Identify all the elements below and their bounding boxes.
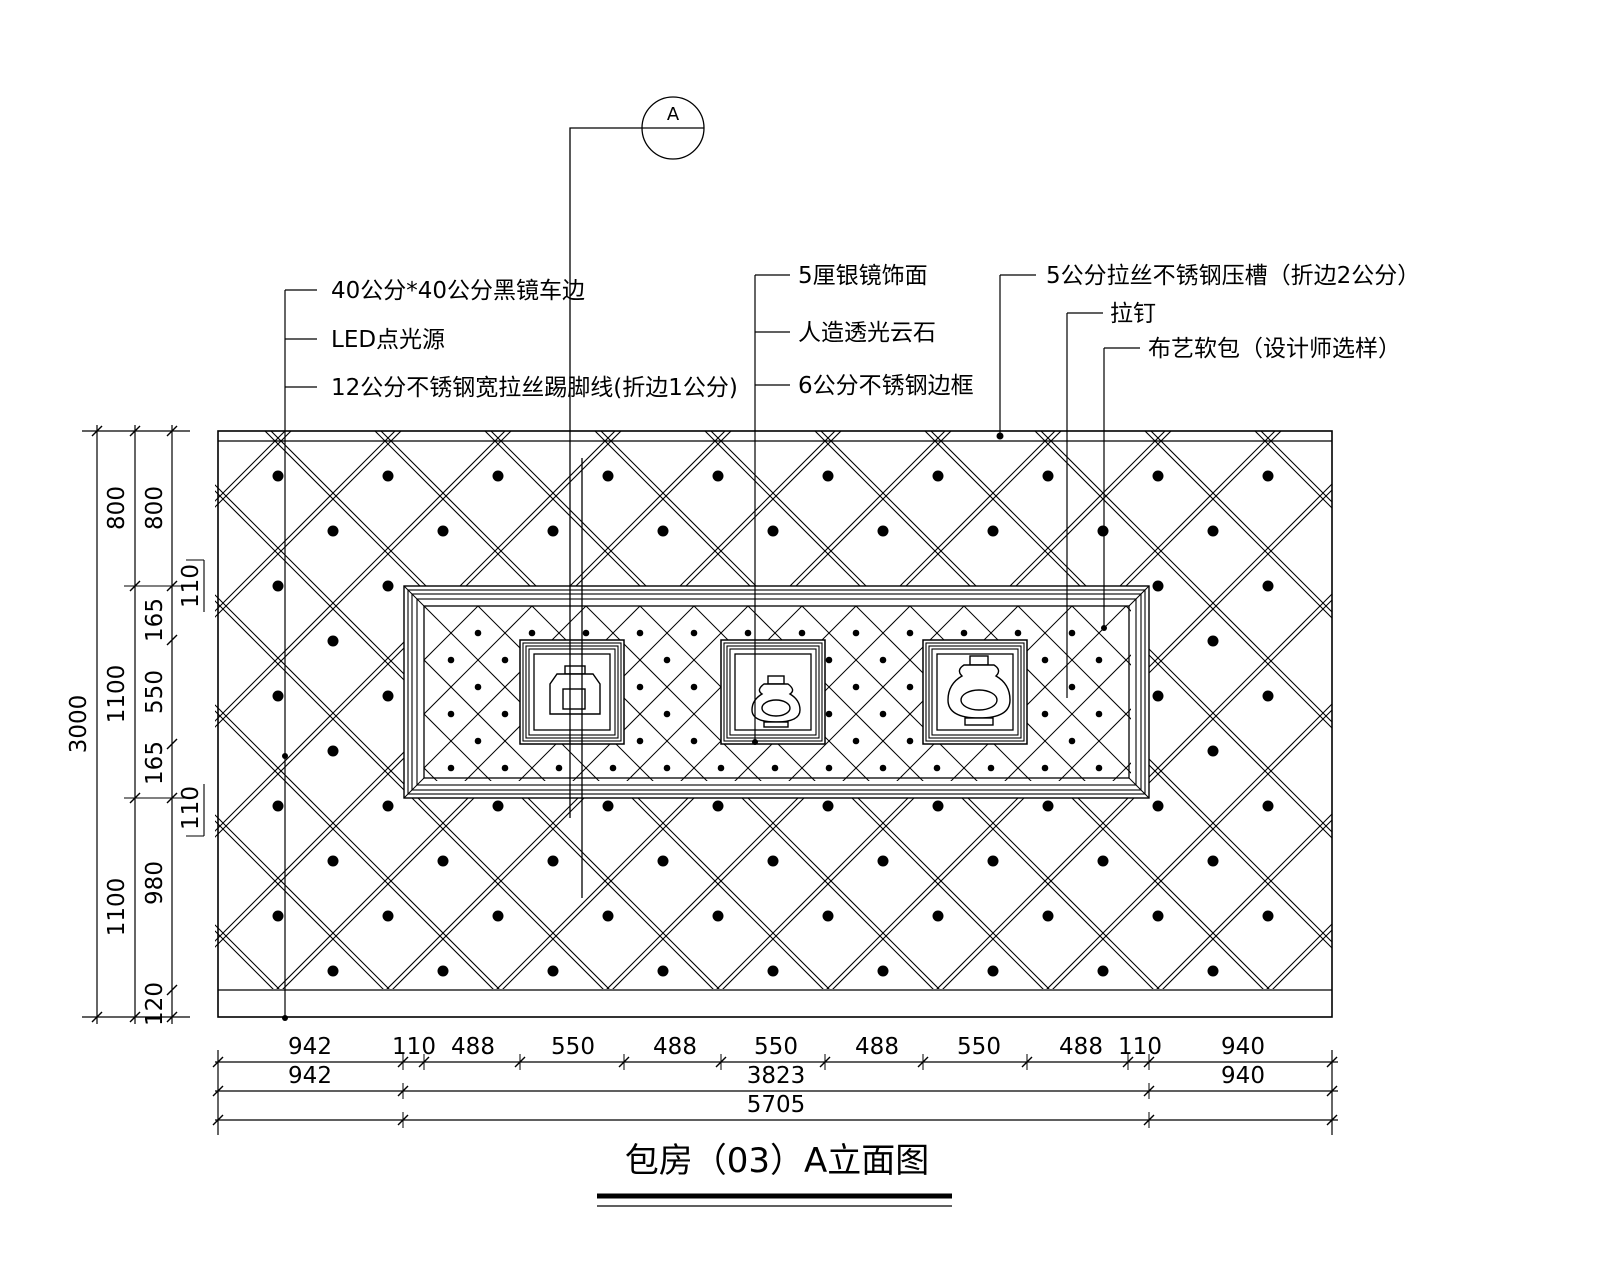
large-vase-icon	[947, 655, 1011, 726]
section-callout	[569, 96, 705, 898]
button-studs	[272, 470, 1274, 977]
annotation-silver-mirror: 5厘银镜饰面	[798, 263, 928, 289]
dim-942: 942	[288, 1063, 332, 1089]
dim-vertical-1100: 1100	[104, 878, 130, 937]
dim-vertical-165: 165	[142, 741, 168, 785]
upholstery-diamond-grid	[215, 431, 1332, 989]
annotation-steel-groove: 5公分拉丝不锈钢压槽（折边2公分）	[1046, 263, 1420, 289]
dimension-row-2: 942 3823 940	[288, 1063, 1265, 1089]
dim-total-5705: 5705	[747, 1092, 806, 1118]
dim-110: 110	[1118, 1034, 1162, 1060]
annotation-pull-stud: 拉钉	[1110, 301, 1156, 327]
dim-550: 550	[957, 1034, 1001, 1060]
drawing-title: 包房（03）A立面图	[625, 1141, 930, 1181]
vertical-dimension-ticks	[91, 425, 186, 1023]
dim-vertical-3000: 3000	[66, 695, 92, 754]
square-bottle-icon	[549, 665, 601, 715]
annotation-leaders	[284, 274, 1140, 1018]
dim-vertical-980: 980	[142, 861, 168, 905]
annotation-led-light: LED点光源	[331, 327, 445, 353]
dim-488: 488	[653, 1034, 697, 1060]
mirror-studs	[447, 629, 1103, 772]
dim-488: 488	[451, 1034, 495, 1060]
dim-550: 550	[754, 1034, 798, 1060]
annotation-black-mirror: 40公分*40公分黑镜车边	[331, 278, 585, 304]
horizontal-dimension-ticks	[212, 1054, 1338, 1128]
wall-elevation	[215, 430, 1333, 1018]
vertical-dimension-lines	[82, 425, 190, 1024]
dim-vertical-1100: 1100	[104, 665, 130, 724]
dim-vertical-550: 550	[142, 670, 168, 714]
dim-3823: 3823	[747, 1063, 806, 1089]
dim-vertical-110-top: 110	[178, 564, 204, 608]
dim-940: 940	[1221, 1034, 1265, 1060]
dim-vertical-800: 800	[142, 486, 168, 530]
dim-110: 110	[392, 1034, 436, 1060]
annotation-fabric: 布艺软包（设计师选样）	[1148, 336, 1401, 362]
round-vase-icon	[751, 675, 801, 728]
dim-488: 488	[855, 1034, 899, 1060]
annotation-onyx: 人造透光云石	[798, 320, 936, 346]
dimension-row-1: 942 110 488 550 488 550 488 550 488 110 …	[288, 1034, 1265, 1060]
annotation-steel-frame: 6公分不锈钢边框	[798, 373, 974, 399]
dim-vertical-800: 800	[104, 486, 130, 530]
annotation-skirting: 12公分不锈钢宽拉丝踢脚线(折边1公分)	[331, 375, 738, 401]
dim-vertical-110-bottom: 110	[178, 786, 204, 830]
dim-940: 940	[1221, 1063, 1265, 1089]
dim-488: 488	[1059, 1034, 1103, 1060]
dim-550: 550	[551, 1034, 595, 1060]
dim-942: 942	[288, 1034, 332, 1060]
dim-vertical-120: 120	[142, 982, 168, 1026]
dim-vertical-165: 165	[142, 598, 168, 642]
section-tag-label: A	[667, 104, 680, 125]
